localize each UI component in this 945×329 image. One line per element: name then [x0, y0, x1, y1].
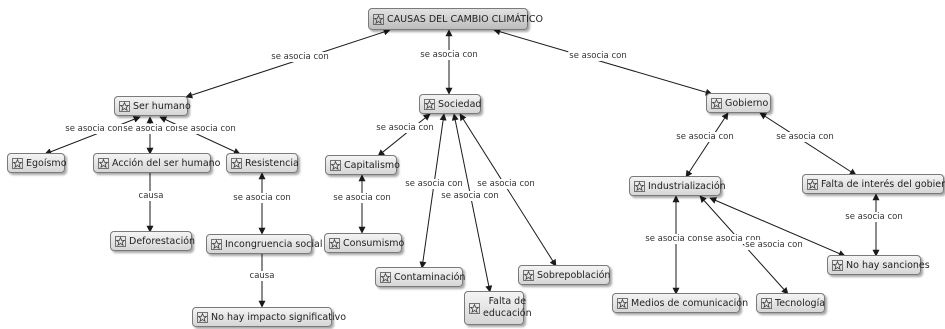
node-label: Industrialización: [648, 180, 726, 192]
node-label: Contaminación: [394, 271, 466, 283]
node-label: Tecnología: [775, 297, 826, 309]
line-gob-fal: [759, 112, 857, 176]
link-label: se asocia con: [775, 132, 835, 142]
node-ser-humano[interactable]: Ser humano: [114, 96, 191, 116]
node-label: Egoísmo: [26, 157, 67, 169]
node-label: Acción del ser humano: [112, 157, 221, 169]
node-label: No hay sanciones: [846, 259, 930, 271]
line-soc-sob: [459, 113, 557, 267]
node-label: Ser humano: [133, 100, 191, 112]
link-label: se asocia con: [404, 179, 464, 189]
node-consumismo[interactable]: Consumismo: [324, 233, 405, 253]
link-label: se asocia con: [232, 193, 292, 203]
node-label: Capitalismo: [344, 159, 400, 171]
link-label: causa: [248, 271, 276, 281]
concept-icon: [807, 178, 818, 190]
node-industrializacion[interactable]: Industrialización: [629, 176, 726, 196]
node-capitalismo[interactable]: Capitalismo: [325, 155, 400, 175]
node-deforestacion[interactable]: Deforestación: [110, 231, 196, 251]
node-egoismo[interactable]: Egoísmo: [7, 153, 67, 173]
concept-icon: [373, 13, 384, 25]
concept-icon: [380, 271, 391, 283]
link-label: se asocia con: [744, 240, 804, 250]
node-falta-educacion[interactable]: Falta de educación: [464, 291, 532, 325]
concept-icon: [469, 302, 480, 314]
concept-icon: [197, 311, 208, 323]
node-label: Consumismo: [343, 237, 405, 249]
link-label: se asocia con: [702, 234, 762, 244]
link-label: se asocia con: [568, 51, 628, 61]
node-label: Falta de educación: [483, 296, 532, 319]
node-label: Incongruencia social: [225, 238, 323, 250]
node-label: Medios de comunicación: [631, 297, 749, 309]
concept-icon: [617, 297, 628, 309]
concept-icon: [424, 98, 435, 110]
link-label: se asocia con: [644, 234, 704, 244]
node-sobrepoblacion[interactable]: Sobrepoblación: [518, 265, 610, 285]
link-label: se asocia con: [270, 52, 330, 62]
node-incongruencia-social[interactable]: Incongruencia social: [206, 234, 323, 254]
node-contaminacion[interactable]: Contaminación: [375, 267, 466, 287]
line-ser-res: [159, 116, 241, 155]
link-label: se asocia con: [177, 124, 237, 134]
node-label: Gobierno: [725, 97, 769, 109]
link-label: se asocia con: [844, 212, 904, 222]
line-gob-ind: [685, 112, 729, 178]
concept-icon: [98, 157, 109, 169]
node-medios-comunicacion[interactable]: Medios de comunicación: [612, 293, 748, 313]
link-label: se asocia con: [64, 124, 124, 134]
line-soc-cont: [419, 113, 447, 269]
link-label: se asocia con: [675, 132, 735, 142]
node-label: Sobrepoblación: [537, 269, 611, 281]
concept-icon: [12, 157, 23, 169]
node-label: Falta de interés del gobierno: [821, 178, 945, 190]
concept-icon: [761, 297, 772, 309]
link-label: se asocia con: [440, 191, 500, 201]
link-label: causa: [137, 191, 165, 201]
node-accion-ser-humano[interactable]: Acción del ser humano: [93, 153, 220, 173]
line-ind-nos: [709, 197, 846, 257]
node-label: Sociedad: [438, 98, 482, 110]
concept-icon: [634, 180, 645, 192]
concept-icon: [330, 159, 341, 171]
node-label: No hay impacto significativo: [211, 311, 347, 323]
concept-icon: [119, 100, 130, 112]
link-label: se asocia con: [332, 193, 392, 203]
link-label: se asocia con: [476, 179, 536, 189]
node-sociedad[interactable]: Sociedad: [419, 94, 481, 114]
line-ser-ego: [44, 116, 141, 155]
concept-icon: [231, 157, 242, 169]
link-label: se asocia con: [122, 124, 182, 134]
concept-icon: [711, 97, 722, 109]
node-causas-cambio-climatico[interactable]: CAUSAS DEL CAMBIO CLIMÁTICO: [368, 8, 543, 30]
line-root-gob: [493, 28, 713, 96]
node-no-impacto-significativo[interactable]: No hay impacto significativo: [192, 307, 346, 327]
concept-icon: [832, 259, 843, 271]
link-label: se asocia con: [375, 123, 435, 133]
node-label: CAUSAS DEL CAMBIO CLIMÁTICO: [387, 13, 544, 25]
concept-icon: [329, 237, 340, 249]
node-resistencia[interactable]: Resistencia: [226, 153, 299, 173]
node-no-hay-sanciones[interactable]: No hay sanciones: [827, 255, 930, 275]
concept-icon: [523, 269, 534, 281]
line-soc-cap: [377, 113, 431, 157]
node-label: Deforestación: [129, 235, 196, 247]
line-soc-edu: [451, 113, 493, 293]
node-tecnologia[interactable]: Tecnología: [756, 293, 825, 313]
link-label: se asocia con: [419, 50, 479, 60]
line-root-ser: [185, 28, 391, 99]
node-gobierno[interactable]: Gobierno: [706, 93, 771, 113]
concept-icon: [211, 238, 222, 250]
concept-icon: [115, 235, 126, 247]
node-falta-interes-gobierno[interactable]: Falta de interés del gobierno: [802, 174, 945, 194]
node-label: Resistencia: [245, 157, 299, 169]
